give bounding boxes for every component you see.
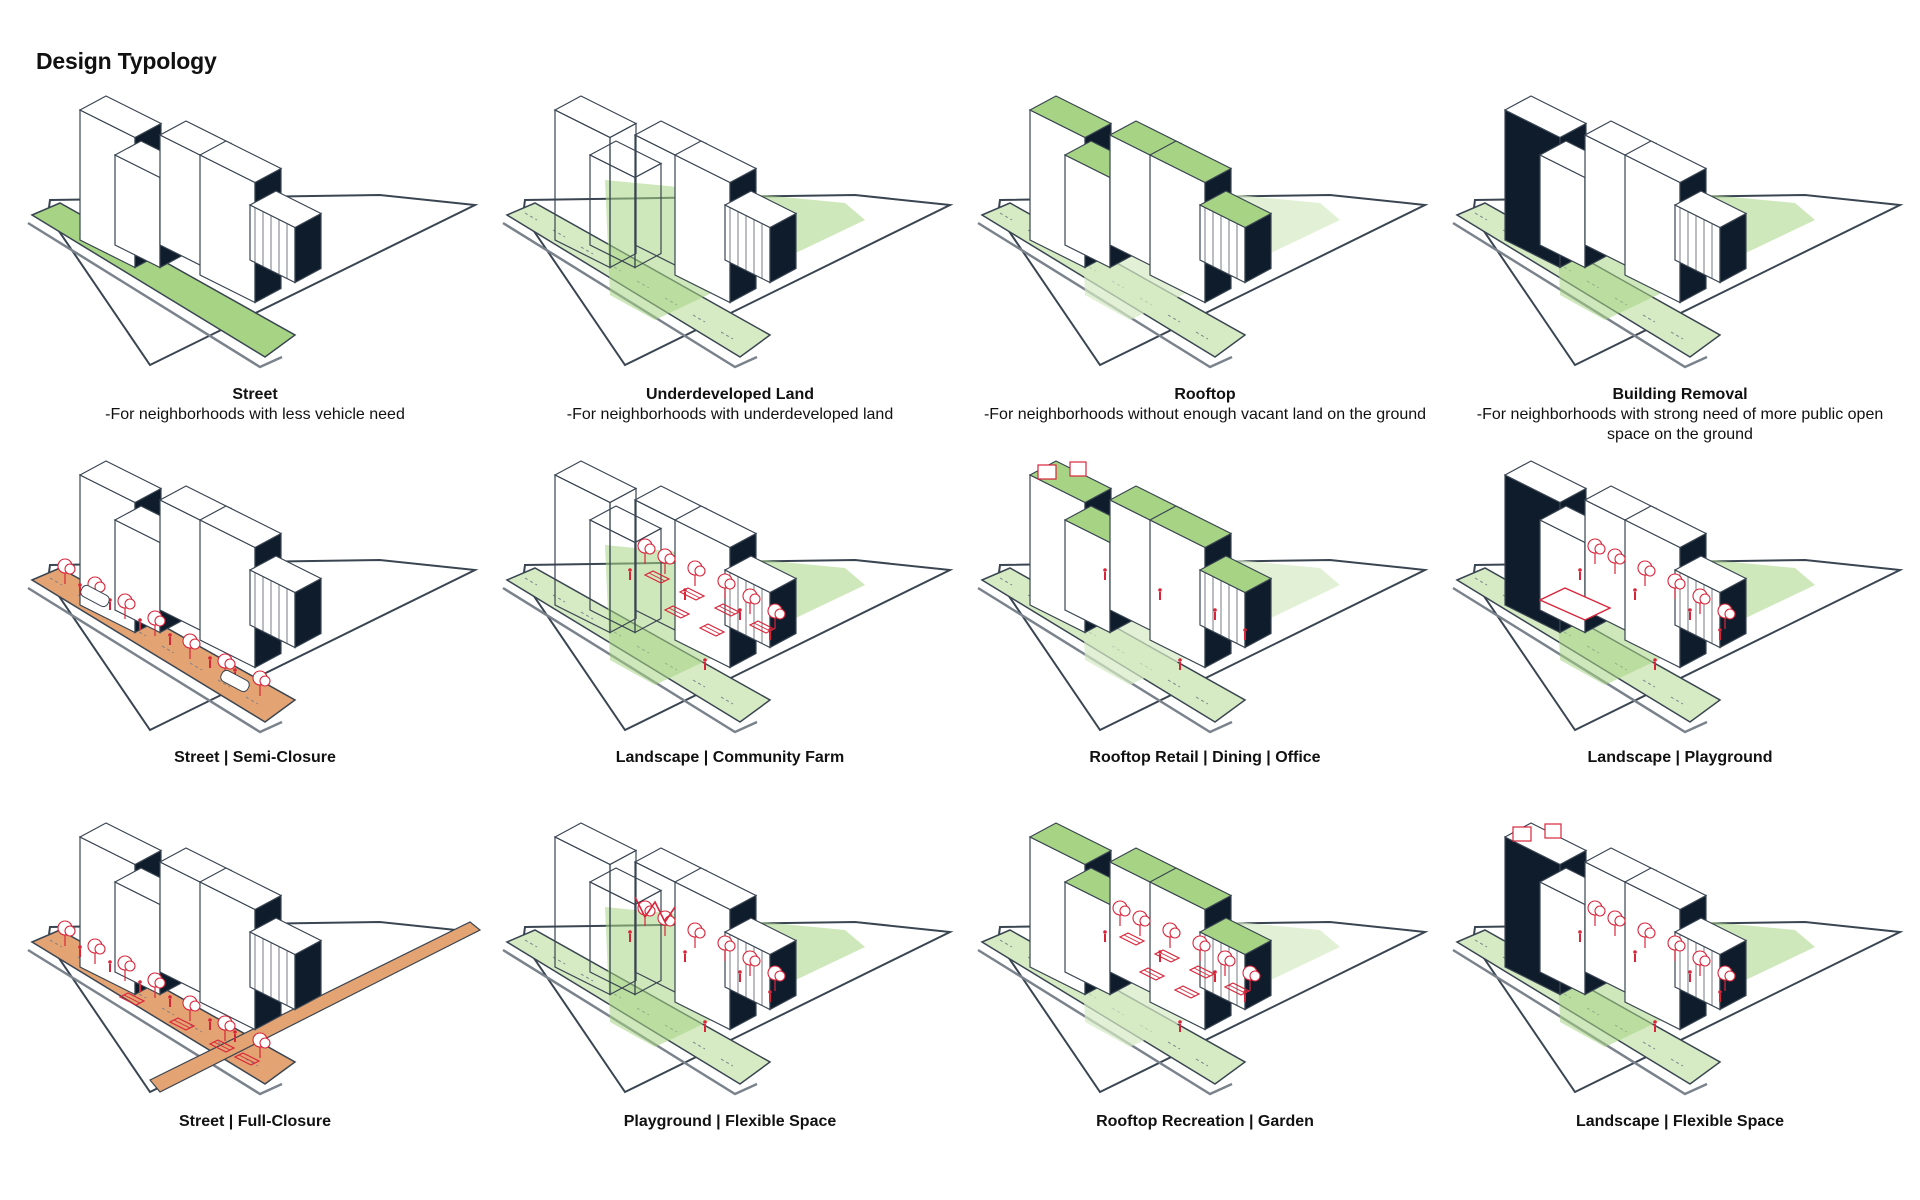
panel-title: Building Removal bbox=[1612, 386, 1748, 403]
typology-panel: Street | Full-Closure bbox=[20, 822, 490, 1152]
typology-panel: Rooftop Recreation | Garden bbox=[970, 822, 1440, 1152]
typology-panel: Rooftop -For neighborhoods without enough… bbox=[970, 95, 1440, 425]
panel-subtitle: -For neighborhoods without enough vacant… bbox=[983, 406, 1427, 423]
isometric-diagram bbox=[1445, 460, 1915, 740]
diagram-svg bbox=[1452, 95, 1904, 369]
panel-title: Rooftop bbox=[1174, 386, 1236, 403]
typology-panel: Landscape | Playground bbox=[1445, 460, 1915, 790]
panel-title: Landscape | Playground bbox=[1587, 749, 1773, 766]
isometric-diagram bbox=[495, 95, 965, 375]
typology-panel: Playground | Flexible Space bbox=[495, 822, 965, 1152]
panel-caption: Underdeveloped Land -For neighborhoods wi… bbox=[495, 385, 965, 425]
panel-title: Landscape | Community Farm bbox=[615, 749, 845, 766]
diagram-svg bbox=[502, 95, 954, 369]
panel-caption: Landscape | Flexible Space bbox=[1445, 1112, 1915, 1132]
typology-panel: Street | Semi-Closure bbox=[20, 460, 490, 790]
isometric-diagram bbox=[20, 460, 490, 740]
diagram-svg bbox=[977, 822, 1429, 1096]
typology-panel: Landscape | Flexible Space bbox=[1445, 822, 1915, 1152]
panel-caption: Building Removal -For neighborhoods with … bbox=[1445, 385, 1915, 445]
panel-caption: Playground | Flexible Space bbox=[495, 1112, 965, 1132]
typology-panel: Rooftop Retail | Dining | Office bbox=[970, 460, 1440, 790]
panel-caption: Street | Full-Closure bbox=[20, 1112, 490, 1132]
isometric-diagram bbox=[1445, 822, 1915, 1102]
diagram-svg bbox=[27, 95, 479, 369]
isometric-diagram bbox=[1445, 95, 1915, 375]
typology-panel: Underdeveloped Land -For neighborhoods wi… bbox=[495, 95, 965, 425]
panel-title: Street | Semi-Closure bbox=[174, 749, 336, 766]
diagram-svg bbox=[977, 460, 1429, 734]
isometric-diagram bbox=[970, 460, 1440, 740]
isometric-diagram bbox=[970, 95, 1440, 375]
panel-title: Street | Full-Closure bbox=[178, 1113, 332, 1130]
panel-caption: Street | Semi-Closure bbox=[20, 748, 490, 768]
panel-caption: Street -For neighborhoods with less vehic… bbox=[20, 385, 490, 425]
diagram-svg bbox=[27, 822, 482, 1096]
panel-title: Underdeveloped Land bbox=[645, 386, 815, 403]
panel-subtitle: -For neighborhoods with less vehicle nee… bbox=[105, 406, 405, 423]
diagram-svg bbox=[502, 460, 954, 734]
diagram-svg bbox=[502, 822, 954, 1096]
typology-panel: Street -For neighborhoods with less vehic… bbox=[20, 95, 490, 425]
isometric-diagram bbox=[970, 822, 1440, 1102]
panel-caption: Rooftop Retail | Dining | Office bbox=[970, 748, 1440, 768]
panel-title: Rooftop Retail | Dining | Office bbox=[1089, 749, 1321, 766]
panel-caption: Rooftop -For neighborhoods without enough… bbox=[970, 385, 1440, 425]
isometric-diagram bbox=[20, 822, 490, 1102]
diagram-svg bbox=[27, 460, 479, 734]
isometric-diagram bbox=[495, 822, 965, 1102]
isometric-diagram bbox=[20, 95, 490, 375]
panel-subtitle: -For neighborhoods with underdeveloped l… bbox=[566, 406, 894, 423]
isometric-diagram bbox=[495, 460, 965, 740]
panel-subtitle: -For neighborhoods with strong need of m… bbox=[1476, 406, 1884, 443]
panel-caption: Landscape | Playground bbox=[1445, 748, 1915, 768]
panel-title: Playground | Flexible Space bbox=[623, 1113, 837, 1130]
diagram-svg bbox=[977, 95, 1429, 369]
page-title: Design Typology bbox=[36, 48, 217, 74]
panel-caption: Rooftop Recreation | Garden bbox=[970, 1112, 1440, 1132]
panel-caption: Landscape | Community Farm bbox=[495, 748, 965, 768]
diagram-svg bbox=[1452, 460, 1904, 734]
typology-panel: Landscape | Community Farm bbox=[495, 460, 965, 790]
panel-title: Rooftop Recreation | Garden bbox=[1096, 1113, 1314, 1130]
diagram-svg bbox=[1452, 822, 1904, 1096]
panel-title: Landscape | Flexible Space bbox=[1575, 1113, 1785, 1130]
typology-panel: Building Removal -For neighborhoods with … bbox=[1445, 95, 1915, 443]
panel-title: Street bbox=[232, 386, 278, 403]
